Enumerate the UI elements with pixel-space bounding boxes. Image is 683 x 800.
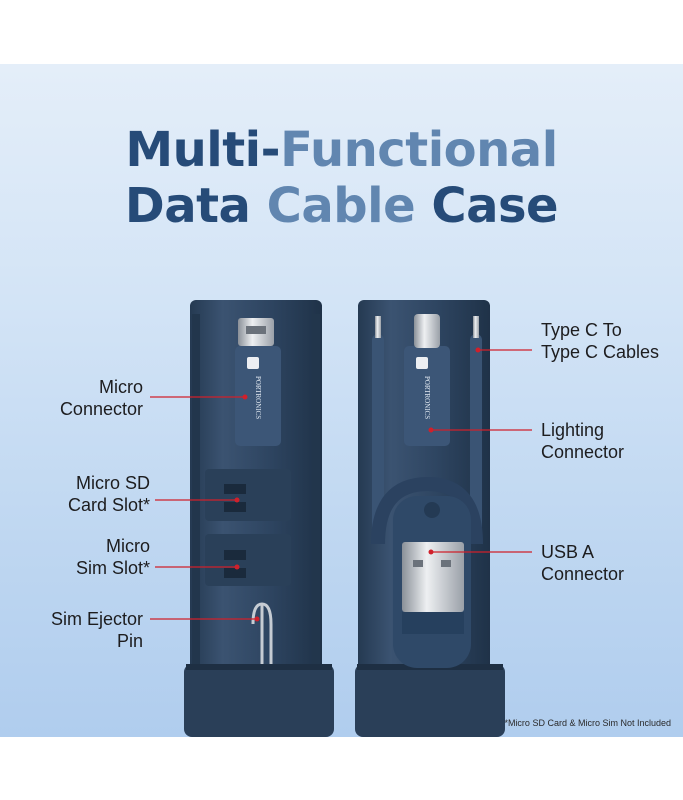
label-micro-sd-slot: Micro SD Card Slot* xyxy=(68,472,150,516)
left-case-cap xyxy=(184,664,334,737)
product-illustration: PORTRONICS xyxy=(150,300,532,737)
headline-word-case: Case xyxy=(431,178,559,234)
micro-sim-slot xyxy=(205,534,291,586)
product-banner: Multi-Functional Data Cable Case xyxy=(0,64,683,737)
brand-text-left: PORTRONICS xyxy=(254,376,262,419)
right-case: PORTRONICS xyxy=(355,300,505,737)
label-micro-connector-line2: Connector xyxy=(59,399,143,419)
headline-line-2: Data Cable Case xyxy=(0,178,683,234)
bottom-margin xyxy=(0,737,683,800)
brand-logo-icon-right xyxy=(416,357,428,369)
type-c-cable-left xyxy=(372,334,384,544)
micro-connector-housing xyxy=(235,346,281,446)
lightning-plug xyxy=(414,314,440,348)
label-type-c-line1: Type C To xyxy=(541,320,622,340)
label-ejector-line2: Pin xyxy=(116,631,143,651)
label-usb-a-line2: Connector xyxy=(541,564,625,584)
label-micro-connector-line1: Micro xyxy=(99,377,143,397)
label-lighting-line1: Lighting xyxy=(541,420,605,440)
type-c-cable-right xyxy=(470,334,482,544)
callout-lines xyxy=(150,349,532,620)
top-margin xyxy=(0,0,683,64)
label-lighting-line2: Connector xyxy=(541,442,625,462)
label-type-c-line2: Type C Cables xyxy=(541,342,660,362)
callout-dots xyxy=(234,347,481,622)
label-micro-sim-slot: Micro Sim Slot* xyxy=(76,535,150,579)
right-case-cap xyxy=(355,664,505,737)
headline-word-cable: Cable xyxy=(266,178,432,234)
footnote: *Micro SD Card & Micro Sim Not Included xyxy=(504,718,671,728)
usb-a-plug xyxy=(402,542,464,612)
headline-word-data: Data xyxy=(124,178,267,234)
label-type-c-cables: Type C To Type C Cables xyxy=(541,319,659,363)
headline-word-multi: Multi- xyxy=(125,122,281,178)
label-usb-a-line1: USB A xyxy=(541,542,595,562)
lightning-connector-housing xyxy=(404,346,450,446)
cable-loop xyxy=(371,476,483,545)
headline-line-1: Multi-Functional xyxy=(0,122,683,178)
sim-ejector-pin xyxy=(251,602,273,664)
label-micro-sim-line2: Sim Slot* xyxy=(75,558,150,578)
label-micro-connector: Micro Connector xyxy=(60,376,143,420)
label-sim-ejector-pin: Sim Ejector Pin xyxy=(51,608,143,652)
label-ejector-line1: Sim Ejector xyxy=(50,609,143,629)
label-micro-sd-line2: Card Slot* xyxy=(67,495,150,515)
left-case: PORTRONICS xyxy=(184,300,334,737)
label-micro-sd-line1: Micro SD xyxy=(75,473,150,493)
headline-word-functional: Functional xyxy=(280,122,558,178)
brand-text-right: PORTRONICS xyxy=(423,376,431,419)
label-micro-sim-line1: Micro xyxy=(106,536,150,556)
brand-logo-icon xyxy=(247,357,259,369)
label-lighting-connector: Lighting Connector xyxy=(541,419,624,463)
micro-sd-slot xyxy=(205,469,291,521)
label-usb-a-connector: USB A Connector xyxy=(541,541,624,585)
